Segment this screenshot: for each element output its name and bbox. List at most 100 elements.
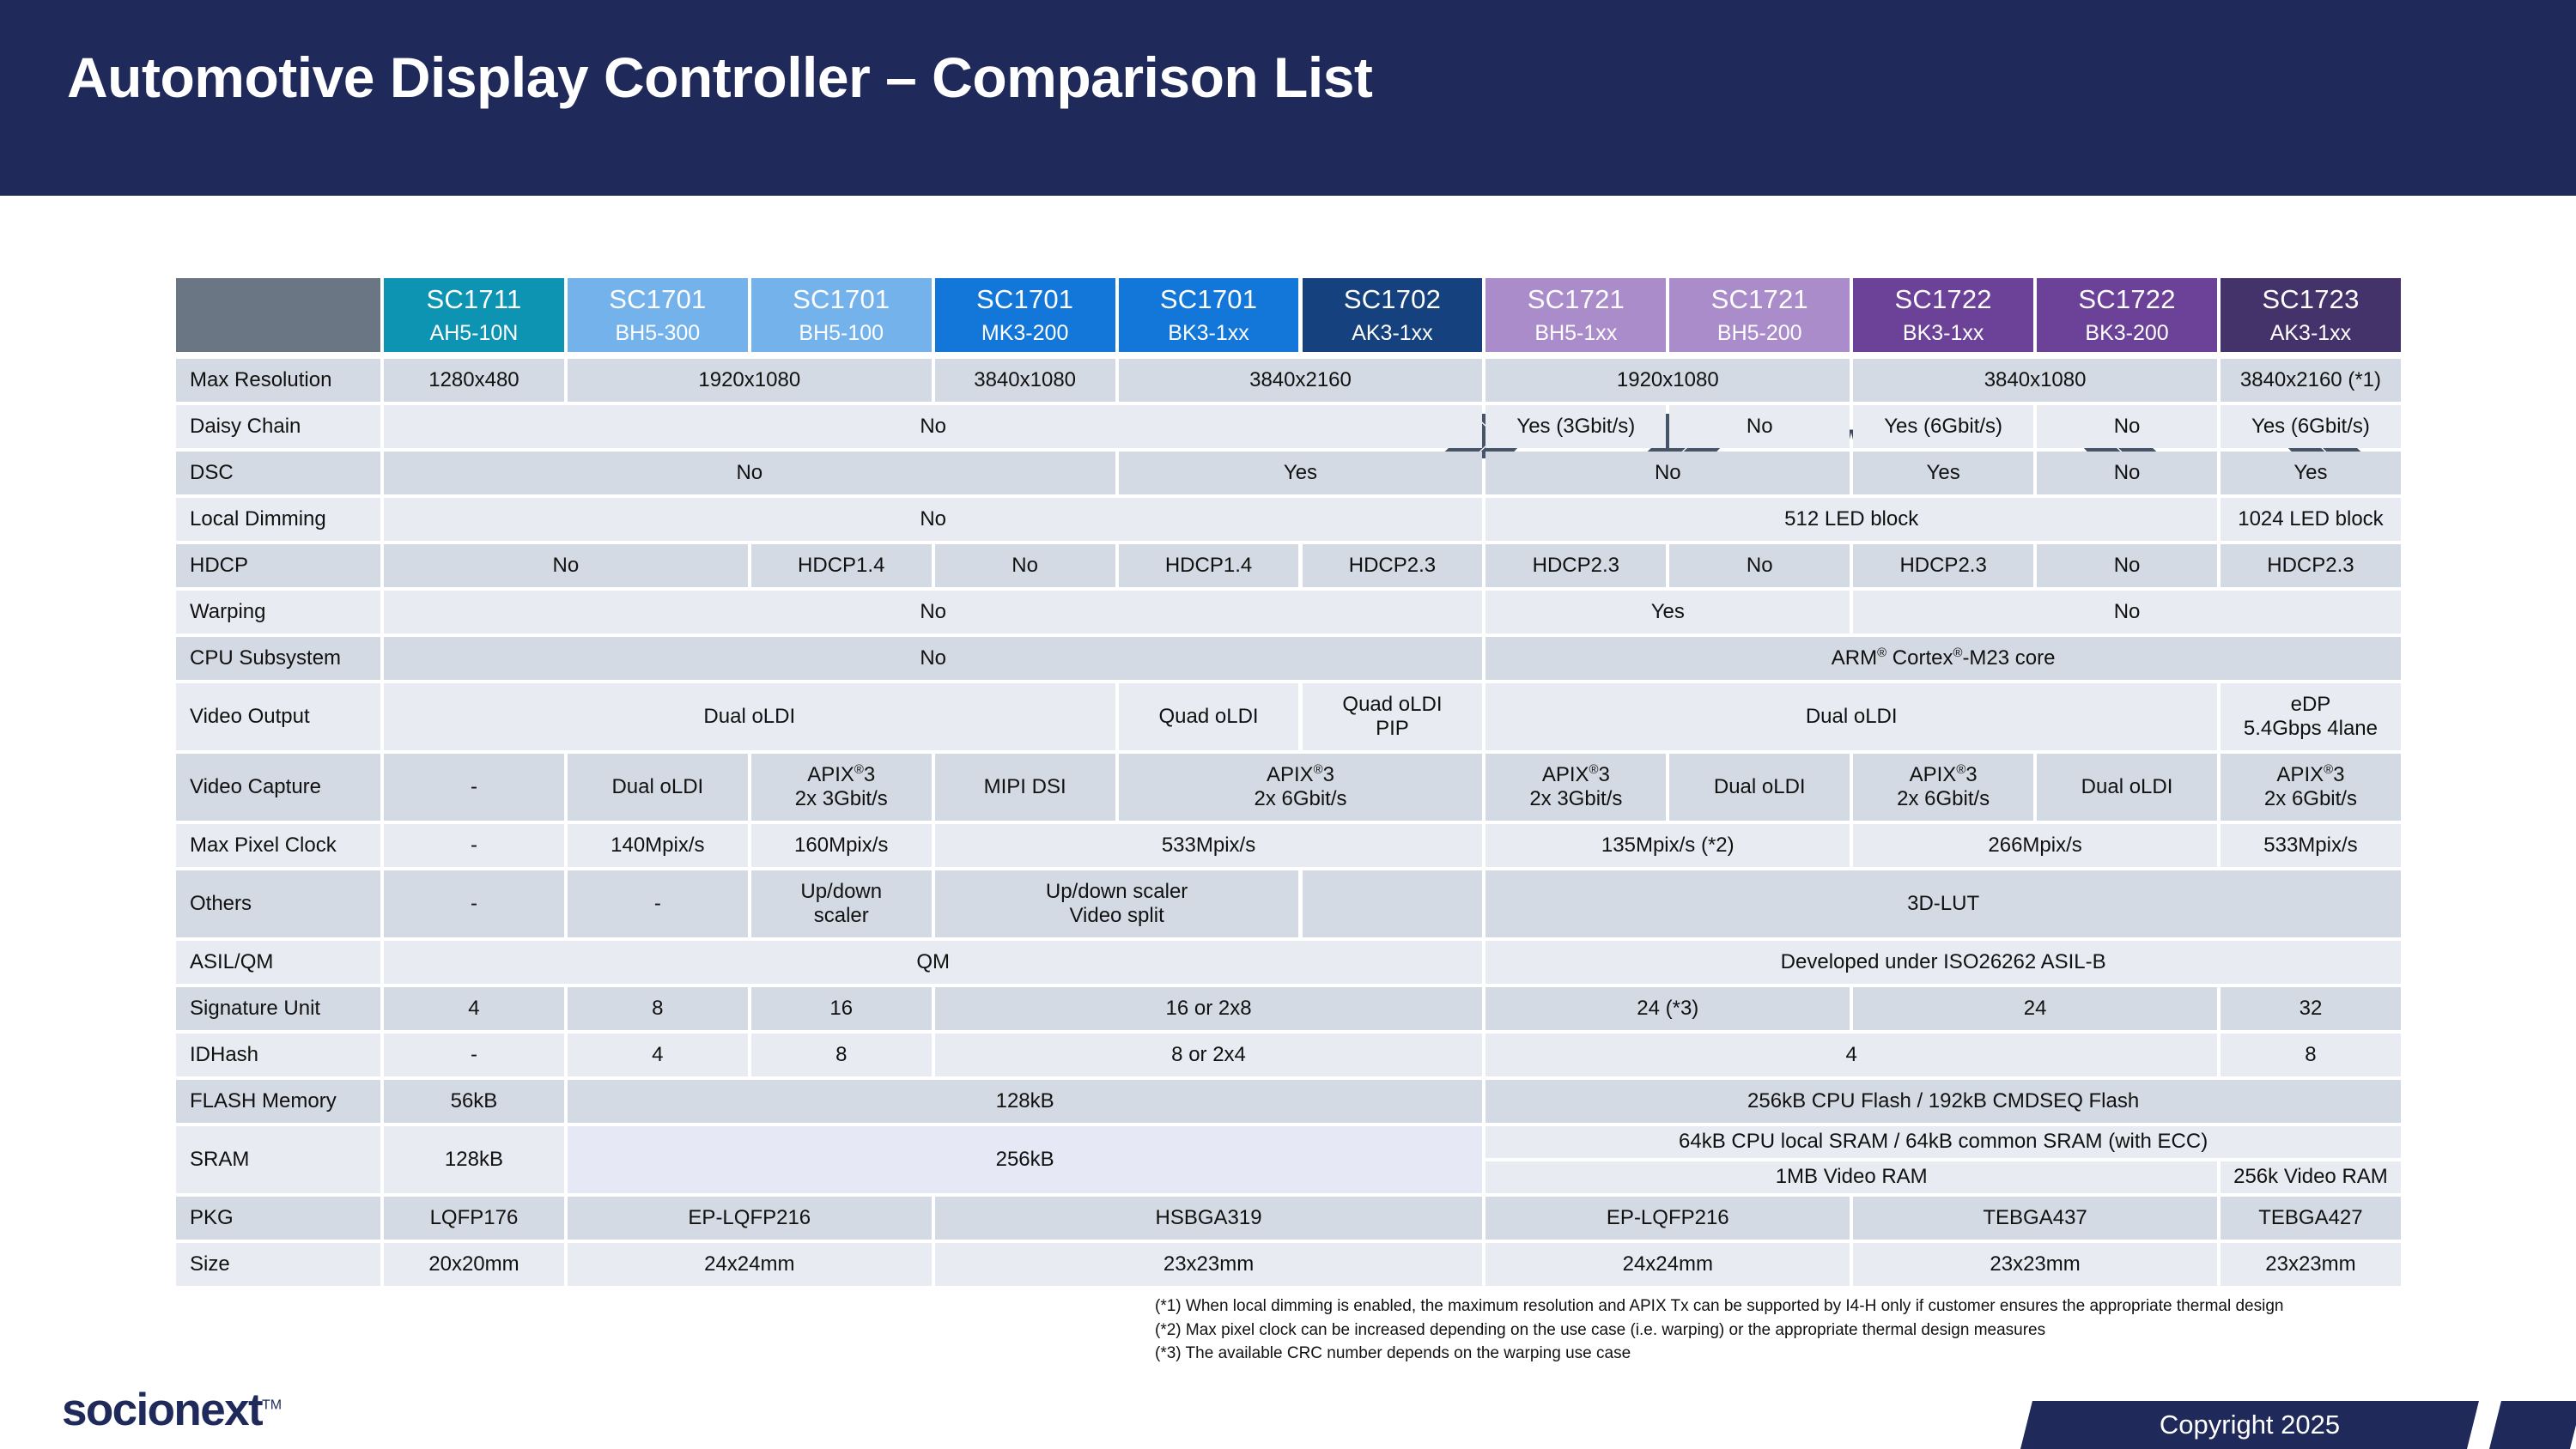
cell-video-capture-0: - xyxy=(384,754,564,821)
cell-flash-memory-2: 256kB CPU Flash / 192kB CMDSEQ Flash xyxy=(1485,1080,2401,1123)
footnote-3: (*3) The available CRC number depends on… xyxy=(1155,1344,1631,1363)
cell-hdcp-3: HDCP1.4 xyxy=(1118,544,1299,587)
column-header-variant: BH5-300 xyxy=(615,321,701,345)
cell-hdcp-5: HDCP2.3 xyxy=(1485,544,1667,587)
cell-video-capture-6: Dual oLDI xyxy=(1669,754,1850,821)
row-label-video-output: Video Output xyxy=(176,683,380,750)
cell-daisy-chain-5: Yes (6Gbit/s) xyxy=(2221,405,2401,448)
cell-dsc-3: Yes xyxy=(1853,452,2034,494)
column-header-part: SC1701 xyxy=(976,284,1074,314)
row-label-idhash: IDHash xyxy=(176,1034,380,1076)
generation-annotation-band: New Generation! xyxy=(0,199,2576,458)
cell-size-0: 20x20mm xyxy=(384,1243,564,1286)
cell-daisy-chain-2: No xyxy=(1669,405,1850,448)
cell-video-capture-1: Dual oLDI xyxy=(567,754,748,821)
row-label-max-pixel-clock: Max Pixel Clock xyxy=(176,824,380,867)
cell-max-pixel-clock-1: 140Mpix/s xyxy=(567,824,748,867)
cell-video-capture-8: Dual oLDI xyxy=(2037,754,2217,821)
cell-idhash-4: 4 xyxy=(1485,1034,2217,1076)
cell-signature-unit-2: 16 xyxy=(750,987,932,1030)
cell-idhash-3: 8 or 2x4 xyxy=(934,1034,1483,1076)
cell-max-pixel-clock-4: 135Mpix/s (*2) xyxy=(1485,824,1850,867)
cell-others-4 xyxy=(1302,870,1483,937)
row-label-sram: SRAM xyxy=(176,1126,380,1193)
copyright-banner: Copyright 2025 xyxy=(2020,1401,2479,1449)
cell-local-dimming-0: No xyxy=(384,498,1483,541)
cell-max-resolution-0: 1280x480 xyxy=(384,359,564,402)
cell-flash-memory-0: 56kB xyxy=(384,1080,564,1123)
cell-others-0: - xyxy=(384,870,564,937)
cell-max-pixel-clock-6: 533Mpix/s xyxy=(2221,824,2401,867)
cell-max-pixel-clock-0: - xyxy=(384,824,564,867)
column-header-variant: BK3-200 xyxy=(2085,321,2169,345)
cell-sram-bot-0: 1MB Video RAM xyxy=(1485,1161,2217,1193)
logo-text: socionext xyxy=(62,1385,264,1435)
column-header-part: SC1701 xyxy=(609,284,707,314)
cell-signature-unit-4: 24 (*3) xyxy=(1485,987,1850,1030)
cell-hdcp-6: No xyxy=(1669,544,1850,587)
footnotes: (*1) When local dimming is enabled, the … xyxy=(1155,1294,2546,1366)
copyright-accent-tab xyxy=(2489,1401,2576,1449)
row-label-daisy-chain: Daisy Chain xyxy=(176,405,380,448)
cell-max-resolution-6: 3840x2160 (*1) xyxy=(2221,359,2401,402)
cell-max-resolution-2: 3840x1080 xyxy=(934,359,1115,402)
row-label-size: Size xyxy=(176,1243,380,1286)
cell-video-output-0: Dual oLDI xyxy=(384,683,1115,750)
cell-max-pixel-clock-2: 160Mpix/s xyxy=(750,824,932,867)
logo-tm: TM xyxy=(262,1397,283,1413)
cell-daisy-chain-4: No xyxy=(2037,405,2217,448)
footnote-1: (*1) When local dimming is enabled, the … xyxy=(1155,1297,2284,1315)
cell-size-3: 24x24mm xyxy=(1485,1243,1850,1286)
column-header-variant: MK3-200 xyxy=(981,321,1069,345)
column-header-variant: AH5-10N xyxy=(429,321,519,345)
cell-flash-memory-1: 128kB xyxy=(567,1080,1483,1123)
cell-size-1: 24x24mm xyxy=(567,1243,932,1286)
row-label-max-resolution: Max Resolution xyxy=(176,359,380,402)
row-label-local-dimming: Local Dimming xyxy=(176,498,380,541)
cell-hdcp-9: HDCP2.3 xyxy=(2221,544,2401,587)
row-label-signature-unit: Signature Unit xyxy=(176,987,380,1030)
cell-idhash-0: - xyxy=(384,1034,564,1076)
row-label-others: Others xyxy=(176,870,380,937)
row-label-dsc: DSC xyxy=(176,452,380,494)
title-bar: Automotive Display Controller – Comparis… xyxy=(0,0,2576,196)
cell-dsc-0: No xyxy=(384,452,1115,494)
cell-idhash-2: 8 xyxy=(750,1034,932,1076)
cell-daisy-chain-3: Yes (6Gbit/s) xyxy=(1853,405,2034,448)
cell-signature-unit-1: 8 xyxy=(567,987,748,1030)
table-corner-cell xyxy=(176,278,380,352)
column-header-part: SC1701 xyxy=(1159,284,1258,314)
column-header-part: SC1711 xyxy=(426,284,522,314)
cell-max-resolution-1: 1920x1080 xyxy=(567,359,932,402)
cell-max-resolution-4: 1920x1080 xyxy=(1485,359,1850,402)
cell-pkg-4: TEBGA437 xyxy=(1853,1197,2217,1240)
footnote-2: (*2) Max pixel clock can be increased de… xyxy=(1155,1320,2046,1339)
column-header-variant: BK3-1xx xyxy=(1168,321,1249,345)
column-header-variant: BH5-200 xyxy=(1716,321,1802,345)
cell-dsc-1: Yes xyxy=(1118,452,1483,494)
cell-max-resolution-3: 3840x2160 xyxy=(1118,359,1483,402)
row-label-pkg: PKG xyxy=(176,1197,380,1240)
cell-warping-2: No xyxy=(1853,591,2401,634)
cell-sram-bot-1: 256k Video RAM xyxy=(2221,1161,2401,1193)
row-label-cpu-subsystem: CPU Subsystem xyxy=(176,637,380,680)
row-label-video-capture: Video Capture xyxy=(176,754,380,821)
cell-asil-qm-1: Developed under ISO26262 ASIL-B xyxy=(1485,941,2401,984)
cell-pkg-5: TEBGA427 xyxy=(2221,1197,2401,1240)
cell-hdcp-7: HDCP2.3 xyxy=(1853,544,2034,587)
cell-hdcp-1: HDCP1.4 xyxy=(750,544,932,587)
cell-hdcp-4: HDCP2.3 xyxy=(1302,544,1483,587)
column-header-variant: BH5-100 xyxy=(799,321,884,345)
column-header-part: SC1701 xyxy=(793,284,890,314)
cell-cpu-subsystem-0: No xyxy=(384,637,1483,680)
cell-dsc-5: Yes xyxy=(2221,452,2401,494)
